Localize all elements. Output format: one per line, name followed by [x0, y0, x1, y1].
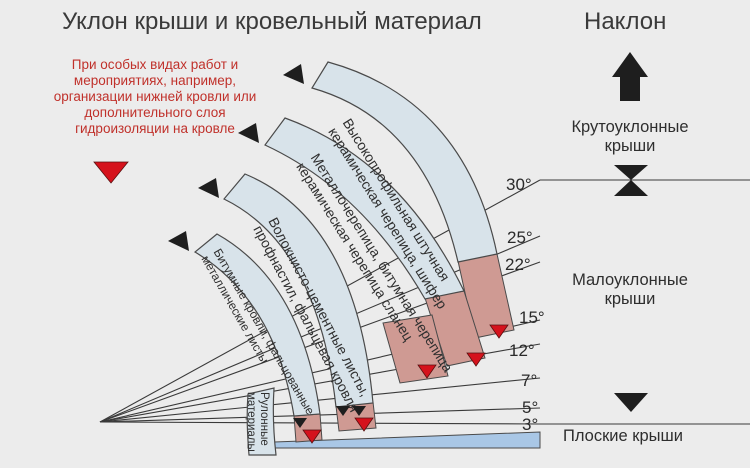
angle-label: 15°: [519, 308, 545, 327]
red-markers: [93, 161, 509, 444]
arrow-marker-icon: [198, 178, 219, 198]
band-metal-tile: [264, 117, 465, 300]
flat-roofs-label: Плоские крыши: [562, 427, 683, 445]
hourglass-bottom-icon: [614, 180, 648, 196]
band-tip-markers: [168, 64, 366, 428]
red-triangle-icon: [302, 429, 322, 444]
band-bitumen: [193, 233, 321, 417]
band-rolled: [246, 387, 277, 456]
angle-labels: 30° 25° 22° 15° 12° 7° 5° 3°: [505, 175, 545, 434]
band-fiber-cement: [223, 173, 374, 408]
slope-rays: [99, 179, 750, 425]
material-bands: [193, 61, 498, 456]
arrow-marker-icon: [283, 64, 304, 84]
angle-label: 7°: [521, 371, 537, 390]
up-arrow-icon: [612, 52, 648, 101]
band-label-line: материалы: [245, 392, 257, 452]
low-slope-roofs-label: Малоуклонные крыши: [572, 271, 688, 308]
angle-label: 22°: [505, 255, 531, 274]
slope-zone-arrows: [612, 52, 648, 412]
down-marker-icon: [336, 406, 350, 416]
down-arrow-icon: [614, 393, 648, 412]
red-triangle-icon: [489, 324, 509, 339]
hourglass-top-icon: [614, 165, 648, 180]
angle-label: 30°: [506, 175, 532, 194]
angle-label: 5°: [522, 398, 538, 417]
band-high-profile: [311, 61, 498, 263]
red-triangle-icon: [417, 364, 437, 379]
red-triangle-icon: [466, 352, 486, 367]
arrow-marker-icon: [168, 231, 189, 251]
arrow-marker-icon: [238, 123, 259, 143]
down-marker-icon: [293, 418, 307, 428]
diagram-title: Уклон крыши и кровельный материал: [62, 8, 482, 35]
down-marker-icon: [352, 406, 366, 416]
angle-label: 25°: [507, 228, 533, 247]
red-triangle-icon: [354, 417, 374, 432]
flat-roof-wedge: [247, 431, 541, 449]
band-label-line: Рулонные: [258, 392, 270, 446]
red-triangle-icon: [93, 161, 129, 184]
slope-header: Наклон: [584, 8, 667, 35]
special-works-note: При особых видах работ и мероприятиях, н…: [53, 57, 257, 136]
angle-label: 12°: [509, 341, 535, 360]
angle-label: 3°: [522, 415, 538, 434]
steep-roofs-label: Крутоуклонные крыши: [571, 118, 689, 155]
